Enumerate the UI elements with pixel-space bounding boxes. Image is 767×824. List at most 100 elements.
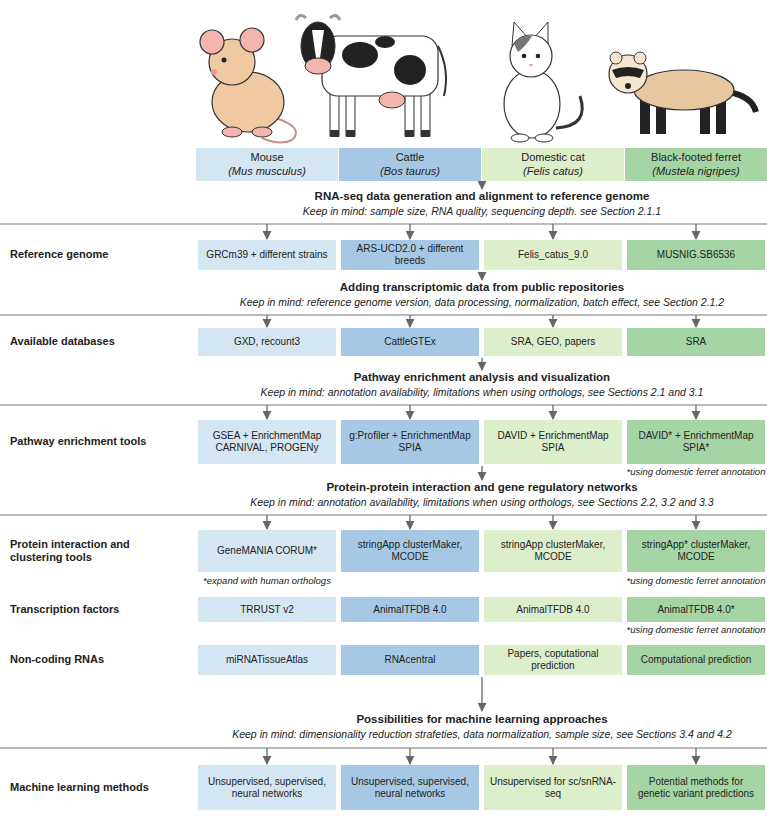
keep-in-mind-note: Keep in mind: sample size, RNA quality, … [162, 205, 767, 218]
flow-arrows-part [266, 405, 267, 419]
latin-name: (Mustela nigripes) [652, 165, 739, 178]
box-text: stringApp clusterMaker, MCODE [489, 539, 617, 563]
species-name: Domestic cat [521, 151, 585, 164]
ferret-illustration-part [634, 52, 646, 64]
cow-illustration [296, 15, 446, 137]
species-header: Cattle(Bos taurus) [339, 148, 481, 181]
cat-illustration-part [514, 36, 532, 52]
flow-arrows-part [409, 315, 410, 327]
ferret-illustration [609, 52, 756, 134]
footnote: *using domestic ferret annotation [625, 466, 767, 477]
cow-illustration-part [346, 130, 355, 137]
box-text: g:Profiler + EnrichmentMap SPIA [346, 430, 474, 454]
tool-box: Unsupervised, supervised, neural network… [198, 765, 336, 810]
tool-box: GRCm39 + different strains [198, 240, 336, 270]
latin-name: (Bos taurus) [380, 165, 440, 178]
box-text: stringApp* clusterMaker, MCODE [632, 539, 760, 563]
row-label: Transcription factors [10, 603, 190, 616]
flow-arrows-part [695, 748, 696, 764]
flow-arrows-part [695, 315, 696, 327]
flow-arrows-part [266, 224, 267, 239]
cow-illustration-part [330, 92, 339, 136]
box-text: Unsupervised, supervised, neural network… [346, 776, 474, 800]
flow-arrows-part [695, 405, 696, 419]
ferret-illustration-part [625, 83, 631, 89]
species-header: Black-footed ferret(Mustela nigripes) [625, 148, 767, 181]
mouse-illustration [200, 28, 296, 143]
tool-box: g:Profiler + EnrichmentMap SPIA [341, 420, 479, 464]
section-lines-part [0, 514, 767, 515]
tool-box: DAVID* + EnrichmentMap SPIA* [627, 420, 765, 464]
tool-box: CattleGTEx [341, 328, 479, 356]
box-text: DAVID* + EnrichmentMap SPIA* [632, 430, 760, 454]
section-lines-part [0, 747, 767, 748]
box-text: SRA [686, 336, 707, 348]
mouse-illustration-part [240, 28, 264, 52]
flow-arrows-part [266, 315, 267, 327]
tool-box: Unsupervised, supervised, neural network… [341, 765, 479, 810]
ferret-illustration-part [610, 52, 622, 64]
box-text: AnimalTFDB 4.0 [516, 604, 589, 616]
box-text: Unsupervised for sc/snRNA-seq [489, 776, 617, 800]
section-lines-part [0, 223, 767, 224]
tool-box: AnimalTFDB 4.0 [341, 597, 479, 622]
flow-arrows-part [552, 748, 553, 764]
tool-box: GXD, recount3 [198, 328, 336, 356]
footnote: *expand with human orthologs [198, 575, 336, 586]
box-text: AnimalTFDB 4.0 [373, 604, 446, 616]
tool-box: GeneMANIA CORUM* [198, 530, 336, 572]
box-text: MUSNIG.SB6536 [657, 249, 735, 261]
tool-box: SRA, GEO, papers [484, 328, 622, 356]
tool-box: Potential methods for genetic variant pr… [627, 765, 765, 810]
cow-illustration-part [346, 92, 355, 136]
section-heading: Protein-protein interaction and gene reg… [182, 481, 767, 495]
flow-arrows-part [266, 515, 267, 529]
flow-arrows-part [695, 515, 696, 529]
keep-in-mind-note: Keep in mind: annotation availability, l… [162, 386, 767, 399]
cow-illustration-part [379, 92, 405, 108]
row-label: Non-coding RNAs [10, 653, 190, 666]
box-text: GSEA + EnrichmentMap CARNIVAL, PROGENy [203, 430, 331, 454]
footnote: *using domestic ferret annotation [625, 624, 767, 635]
species-name: Mouse [250, 151, 283, 164]
flow-arrows-part [481, 358, 482, 370]
latin-name: (Mus musculus) [228, 165, 306, 178]
row-label: Pathway enrichment tools [10, 435, 190, 448]
section-lines-part [0, 314, 767, 315]
tool-box: AnimalTFDB 4.0 [484, 597, 622, 622]
row-label: Protein interaction and clustering tools [10, 538, 135, 564]
flow-arrows-part [409, 405, 410, 419]
ferret-illustration-part [612, 67, 644, 78]
tool-box: stringApp* clusterMaker, MCODE [627, 530, 765, 572]
tool-box: AnimalTFDB 4.0* [627, 597, 765, 622]
box-text: Potential methods for genetic variant pr… [632, 776, 760, 800]
box-text: CattleGTEx [384, 336, 436, 348]
row-label: Machine learning methods [10, 781, 190, 794]
species-header: Mouse(Mus musculus) [196, 148, 338, 181]
box-text: Computational prediction [641, 654, 752, 666]
cat-illustration [504, 22, 582, 142]
tool-box: ARS-UCD2.0 + different breeds [341, 240, 479, 270]
mouse-illustration-part [211, 69, 217, 75]
box-text: TRRUST v2 [240, 604, 294, 616]
box-text: Papers, coputational prediction [489, 648, 617, 672]
tool-box: SRA [627, 328, 765, 356]
box-text: GXD, recount3 [234, 336, 300, 348]
tool-box: DAVID + EnrichmentMap SPIA [484, 420, 622, 464]
keep-in-mind-note: Keep in mind: dimensionality reduction s… [162, 728, 767, 741]
mouse-illustration-part [252, 127, 272, 137]
flow-arrows-part [552, 515, 553, 529]
row-label: Reference genome [10, 248, 190, 261]
tool-box: Papers, coputational prediction [484, 645, 622, 675]
flow-arrows-part [552, 224, 553, 239]
tool-box: TRRUST v2 [198, 597, 336, 622]
ferret-illustration-part [634, 70, 734, 110]
flow-arrows-part [481, 182, 482, 189]
section-heading: Possibilities for machine learning appro… [182, 713, 767, 727]
cat-illustration-part [511, 134, 529, 142]
cow-illustration-part [330, 130, 339, 137]
section-heading: Pathway enrichment analysis and visualiz… [182, 371, 767, 385]
